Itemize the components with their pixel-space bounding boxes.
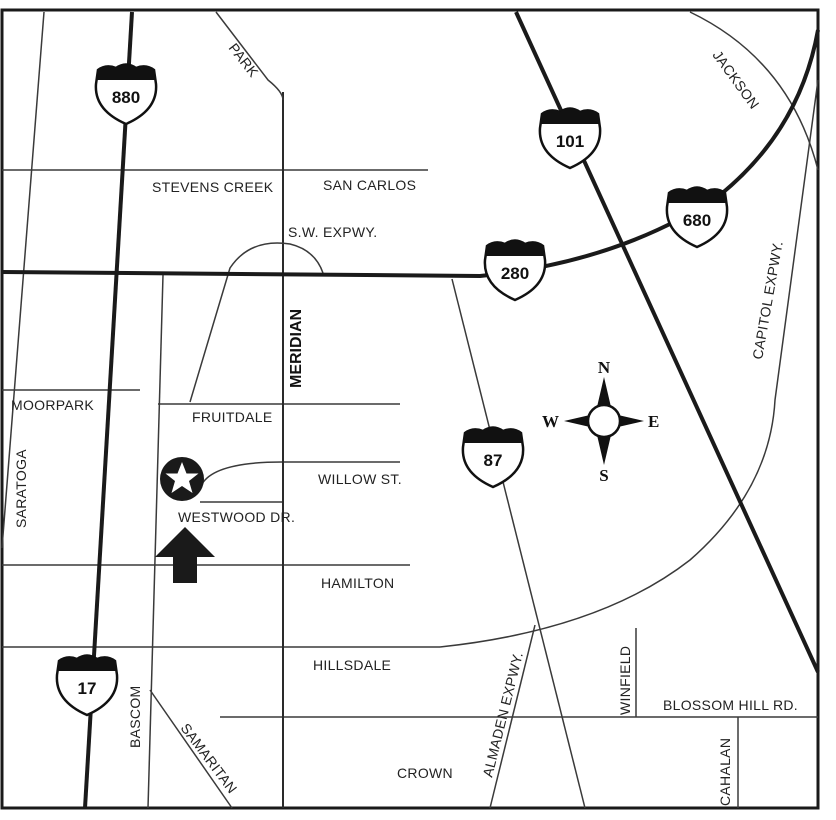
jackson-road	[689, 11, 819, 171]
i101-number: 101	[556, 132, 584, 151]
i17-shield: 17	[55, 654, 119, 717]
hillsdale-label: HILLSDALE	[313, 657, 391, 673]
compass-n: N	[598, 358, 611, 377]
sw-expwy-road	[189, 242, 324, 403]
street-labels: PARK JACKSON STEVENS CREEK SAN CARLOS S.…	[11, 40, 798, 806]
compass-rose: N S E W	[542, 358, 659, 485]
almaden-road	[489, 624, 536, 809]
blossom-hill-label: BLOSSOM HILL RD.	[663, 697, 798, 713]
compass-west-point	[564, 415, 590, 427]
park-road	[215, 11, 284, 101]
samaritan-road	[149, 689, 233, 809]
compass-east-point	[618, 415, 644, 427]
freeway-lines	[1, 11, 820, 809]
street-lines	[1, 11, 819, 809]
i87-shield: 87	[461, 426, 525, 489]
park-label: PARK	[226, 40, 262, 80]
crown-label: CROWN	[397, 765, 453, 781]
cahalan-label: CAHALAN	[717, 738, 733, 806]
i87-number: 87	[484, 451, 503, 470]
star-icon	[165, 462, 199, 493]
willow-road	[201, 461, 400, 485]
saratoga-road	[1, 11, 45, 549]
san-carlos-label: SAN CARLOS	[323, 177, 416, 193]
compass-e: E	[648, 412, 659, 431]
fruitdale-label: FRUITDALE	[192, 409, 273, 425]
compass-south-point	[597, 435, 611, 465]
compass-north-point	[597, 377, 611, 407]
hamilton-label: HAMILTON	[321, 575, 394, 591]
arrow-up-icon	[155, 527, 215, 583]
westwood-label: WESTWOOD DR.	[178, 509, 295, 525]
i880-shield: 880	[94, 63, 158, 126]
i680-number: 680	[683, 211, 711, 230]
compass-s: S	[599, 466, 608, 485]
map-frame	[0, 8, 820, 810]
willow-label: WILLOW ST.	[318, 471, 402, 487]
bascom-label: BASCOM	[127, 686, 143, 748]
destination-marker	[160, 457, 204, 501]
i280-shield: 280	[483, 239, 547, 302]
saratoga-label: SARATOGA	[13, 449, 29, 528]
i17-number: 17	[78, 679, 97, 698]
i680-shield: 680	[665, 186, 729, 249]
capitol-expwy-label: CAPITOL EXPWY.	[749, 240, 786, 361]
compass-w: W	[542, 412, 559, 431]
i280-number: 280	[501, 264, 529, 283]
samaritan-label: SAMARITAN	[178, 720, 241, 796]
route-87-road	[451, 278, 586, 809]
moorpark-label: MOORPARK	[11, 397, 94, 413]
compass-ring	[586, 403, 622, 439]
stevens-creek-label: STEVENS CREEK	[152, 179, 274, 195]
winfield-label: WINFIELD	[617, 646, 633, 715]
i880-number: 880	[112, 88, 140, 107]
capitol-expwy-road	[439, 79, 819, 648]
bascom-road	[147, 274, 164, 809]
sw-expwy-label: S.W. EXPWY.	[288, 224, 377, 240]
meridian-label: MERIDIAN	[288, 309, 305, 388]
i101-shield: 101	[538, 107, 602, 170]
